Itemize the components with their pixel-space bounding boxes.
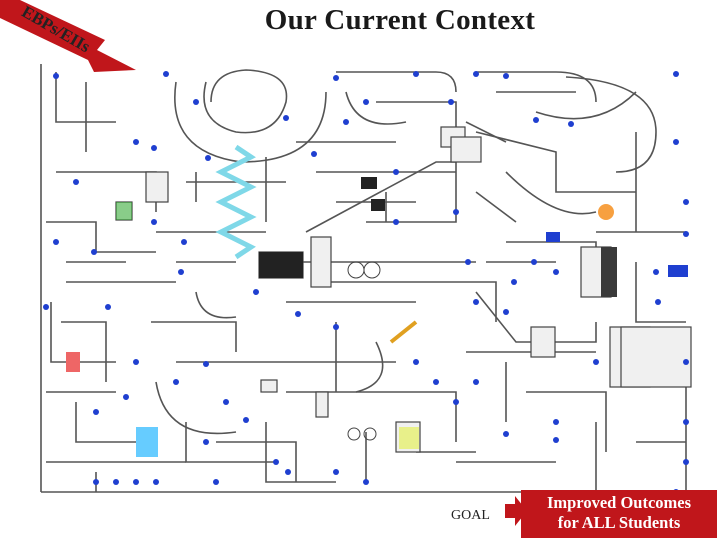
outcome-line-1: Improved Outcomes xyxy=(546,493,692,512)
complex-system-diagram xyxy=(40,64,692,495)
outcome-box: Improved Outcomes for ALL Students xyxy=(521,490,717,538)
ebp-callout: EBPs/EIIs xyxy=(0,0,140,75)
ebp-arrow xyxy=(0,0,136,72)
goal-label: GOAL xyxy=(451,508,490,523)
page-title: Our Current Context xyxy=(264,4,536,36)
goal-arrow xyxy=(505,496,527,526)
outcome-line-2: for ALL Students xyxy=(557,513,681,532)
